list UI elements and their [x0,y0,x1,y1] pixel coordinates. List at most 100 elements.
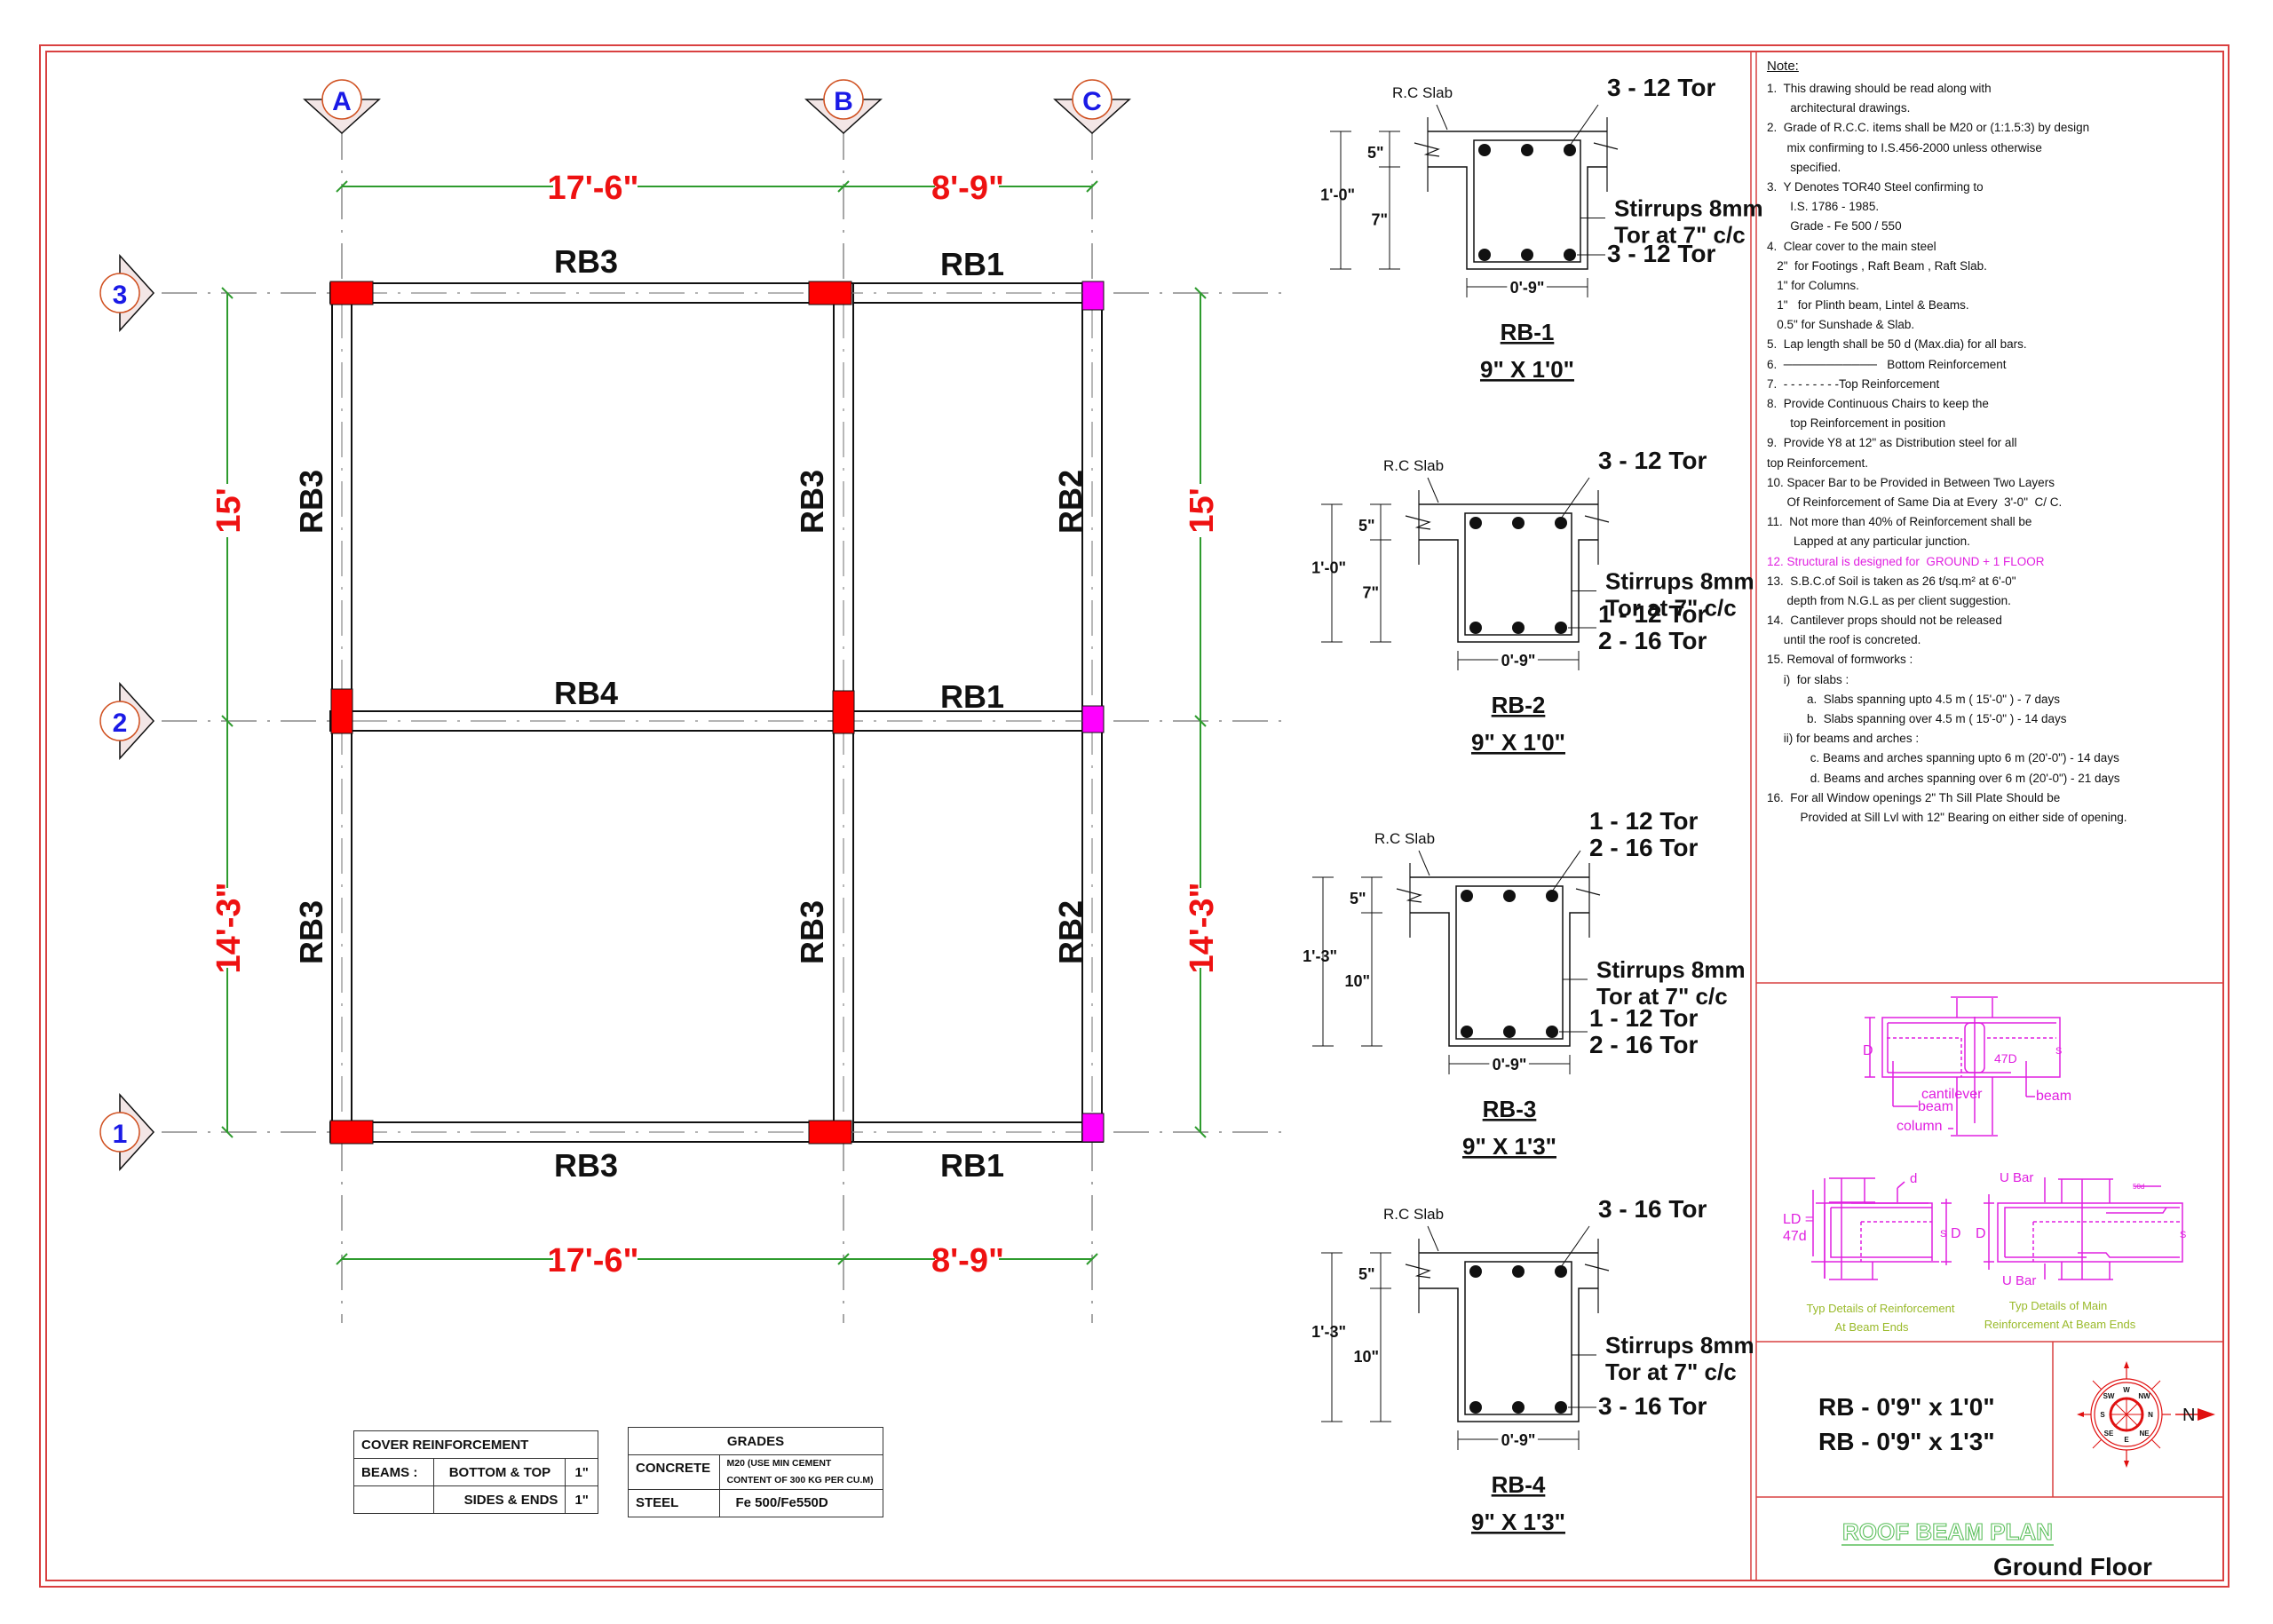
note-line: 9. Provide Y8 at 12" as Distribution ste… [1767,436,2017,450]
note-item: 2. Grade of R.C.C. items shall be M20 or… [1767,121,2220,175]
svg-text:D: D [1976,1226,1986,1241]
svg-text:S: S [2180,1230,2186,1240]
note-item: 14. Cantilever props should not be relea… [1767,614,2220,647]
svg-text:2: 2 [113,709,128,738]
dim-bot-bc: 8'-9" [931,1242,1004,1279]
note-line: 0.5" for Sunshade & Slab. [1767,318,1915,332]
note-item: 15. Removal of formworks : i) for slabs … [1767,653,2220,785]
section-size: 9" X 1'3" [1471,1509,1565,1535]
slab-label: R.C Slab [1374,830,1435,847]
column-a1 [329,1120,374,1145]
note-line: 15. Removal of formworks : [1767,653,1913,667]
grid-bubbles-top: A B C [303,79,1131,135]
note-line: i) for slabs : [1767,672,1849,686]
detail-labels: D 47D cantilever beam beam column S d LD… [1783,1043,2186,1288]
note-item: 9. Provide Y8 at 12" as Distribution ste… [1767,436,2220,470]
note-item: 4. Clear cover to the main steel 2" for … [1767,240,2220,333]
note-item: 16. For all Window openings 2" Th Sill P… [1767,791,2220,825]
svg-text:At Beam Ends: At Beam Ends [1834,1320,1909,1334]
note-line: 4. Clear cover to the main steel [1767,239,1936,253]
column-b2 [832,690,855,734]
section-id: RB-3 [1483,1096,1537,1122]
note-line: mix confirming to I.S.456-2000 unless ot… [1767,140,2042,154]
beam-label: RB1 [940,678,1004,715]
detail-captions: Typ Details of Reinforcement At Beam End… [1807,1299,2136,1334]
beam-label: RB3 [554,1147,618,1184]
svg-text:Typ Details of Main: Typ Details of Main [2009,1299,2108,1312]
note-line: b. Slabs spanning over 4.5 m ( 15'-0" ) … [1767,712,2067,725]
note-line: specified. [1767,160,1841,174]
svg-text:D: D [1951,1226,1961,1241]
svg-text:S: S [1940,1229,1946,1240]
grid-bubble-b: B [804,79,883,135]
bottom-bars-label: 2 - 16 Tor [1589,1031,1699,1058]
beam-label: RB3 [293,900,329,964]
note-line: 11. Not more than 40% of Reinforcement s… [1767,515,2032,529]
svg-text:A: A [332,87,352,116]
column-b3 [808,281,852,305]
roof-beam-plan: 17'-6" 8'-9" 17'-6" 8'-9" 15' 14'-3" 15'… [99,79,1287,1323]
notes-list: 1. This drawing should be read along wit… [1767,82,2220,825]
note-item: 5. Lap length shall be 50 d (Max.dia) fo… [1767,337,2220,352]
table-row: BEAMS : BOTTOM & TOP 1" [352,1458,598,1486]
note-item: 6. ─────────── Bottom Reinforcement [1767,358,2220,372]
top-bars-label: 3 - 16 Tor [1598,1195,1707,1223]
svg-text:SW: SW [2103,1392,2115,1400]
width-label: 0'-9" [1510,279,1545,297]
stirrups-label: Stirrups 8mm [1596,956,1746,983]
notes-title: Note: [1767,59,1799,74]
general-notes: Note: 1. This drawing should be read alo… [1767,59,2220,830]
slab-depth-label: 5" [1358,1265,1375,1283]
table-cell: BOTTOM & TOP [433,1458,566,1486]
note-line: 1" for Columns. [1767,278,1859,292]
svg-text:B: B [834,87,853,116]
note-item: 10. Spacer Bar to be Provided in Between… [1767,476,2220,510]
note-line: 5. Lap length shall be 50 d (Max.dia) fo… [1767,337,2027,352]
table-cell: CONCRETE [628,1454,720,1490]
grid-bubble-3: 3 [99,254,155,332]
top-bars-label: 3 - 12 Tor [1607,74,1716,101]
note-line: 1" for Plinth beam, Lintel & Beams. [1767,298,1969,313]
web-depth-label: 7" [1371,211,1388,229]
note-line: top Reinforcement in position [1767,416,1946,431]
dim-right-21: 14'-3" [1184,882,1221,973]
beam-label: RB1 [940,1147,1004,1184]
svg-text:Reinforcement At Beam Ends: Reinforcement At Beam Ends [1984,1318,2136,1331]
beam-label: RB3 [554,243,618,280]
note-line: Lapped at any particular junction. [1767,535,1970,549]
section-size: 9" X 1'0" [1480,356,1574,383]
section-size: 9" X 1'0" [1471,729,1565,756]
note-line: 13. S.B.C.of Soil is taken as 26 t/sq.m²… [1767,574,2016,588]
note-line: 6. ─────────── Bottom Reinforcement [1767,357,2007,371]
note-line: 2. Grade of R.C.C. items shall be M20 or… [1767,121,2090,135]
note-line: depth from N.G.L as per client suggestio… [1767,593,2011,607]
stirrups-label: Stirrups 8mm [1605,568,1754,595]
section-id: RB-4 [1492,1471,1546,1498]
svg-text:d: d [1910,1171,1917,1186]
beam-label: RB4 [554,675,618,711]
web-depth-label: 7" [1362,584,1379,602]
note-line: c. Beams and arches spanning upto 6 m (2… [1767,751,2119,765]
dim-left-32: 15' [210,487,248,533]
note-item: 7. - - - - - - - -Top Reinforcement [1767,377,2220,392]
svg-text:D: D [1863,1043,1873,1058]
drawing-subtitle: Ground Floor [1993,1553,2152,1580]
slab-label: R.C Slab [1383,1206,1444,1223]
top-bars-label: 1 - 12 Tor [1589,807,1699,835]
slab-label: R.C Slab [1383,457,1444,474]
column-c1 [1081,1113,1105,1143]
note-line: 14. Cantilever props should not be relea… [1767,614,2002,628]
top-bars-label: 3 - 12 Tor [1598,447,1707,474]
dim-top-bc: 8'-9" [931,170,1004,207]
note-line: 3. Y Denotes TOR40 Steel confirming to [1767,179,1984,194]
svg-text:U Bar: U Bar [2000,1170,2033,1185]
note-line: d. Beams and arches spanning over 6 m (2… [1767,771,2120,785]
column-a3 [329,281,374,305]
stirrups-label: Tor at 7" c/c [1614,222,1746,249]
svg-text:NE: NE [2139,1430,2150,1438]
note-line: until the roof is concreted. [1767,633,1921,647]
